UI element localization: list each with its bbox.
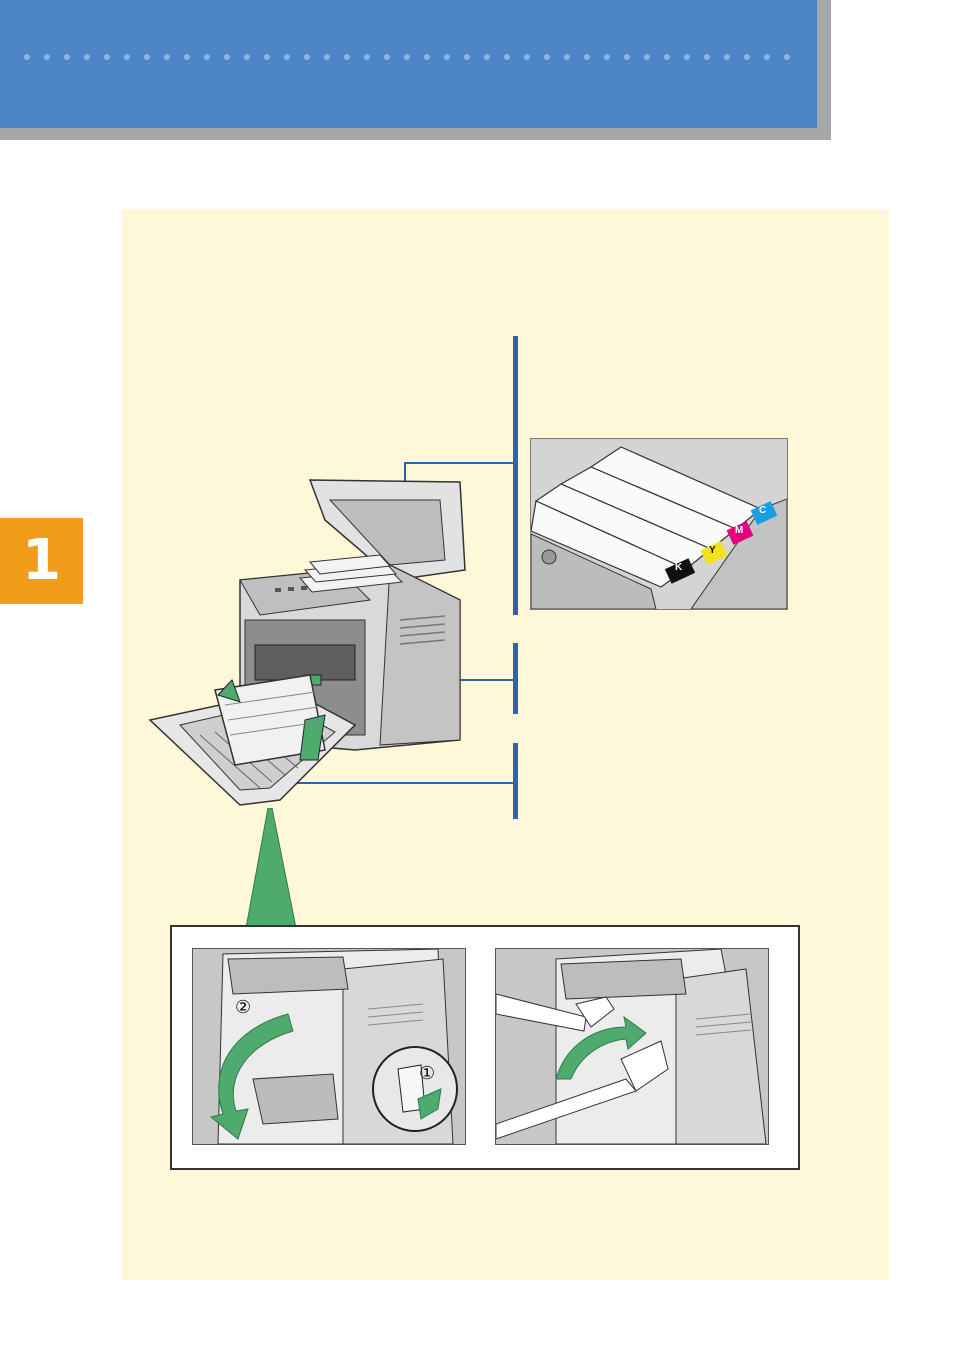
step-marker-2: ② [235, 997, 252, 1018]
toner-closeup-illustration: K Y M C [530, 438, 788, 610]
toner-label-c: C [759, 505, 767, 516]
toner-closeup-drawing [530, 439, 788, 610]
front-cover-steps-box: ② ① [170, 925, 800, 1170]
zoom-pointer-wedge [246, 808, 296, 928]
open-cover-drawing [193, 948, 465, 1145]
printer-open-illustration [148, 479, 466, 806]
toner-label-m: M [735, 525, 744, 536]
header-band [0, 0, 817, 128]
callout-bracket-front-cover [513, 743, 518, 819]
toner-color-tabs [664, 501, 778, 584]
chapter-number: 1 [22, 528, 61, 593]
close-cover-drawing [495, 948, 768, 1145]
callout-bracket-toner [513, 336, 518, 615]
chapter-number-tab: 1 [0, 518, 83, 604]
step-open-front-cover-illustration: ② ① [192, 948, 466, 1145]
step-close-front-cover-illustration [495, 948, 769, 1145]
toner-label-k: K [675, 562, 683, 573]
header-dot-row [24, 54, 790, 60]
toner-label-y: Y [709, 545, 716, 556]
callout-bracket-transfer-unit [513, 643, 518, 714]
step-marker-1: ① [419, 1063, 436, 1084]
